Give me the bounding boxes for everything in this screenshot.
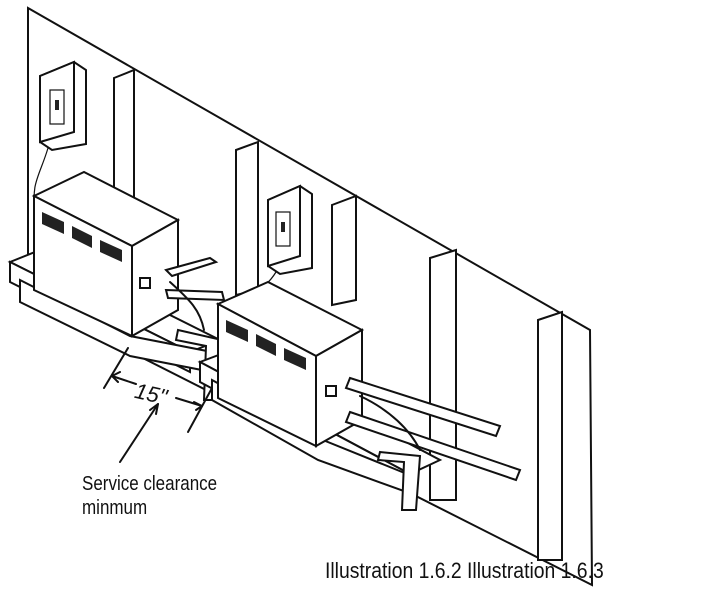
pipe-icon <box>325 376 522 511</box>
service-clearance-line1: Service clearance <box>82 473 218 495</box>
steam-generator-icon <box>215 280 365 448</box>
service-clearance-label: Service clearance minmum <box>82 472 217 520</box>
stud <box>429 248 457 501</box>
stud <box>113 68 135 207</box>
service-clearance-line2: minmum <box>82 497 148 519</box>
illustration-caption: Illustration 1.6.2 Illustration 1.6.3 <box>325 558 604 583</box>
stud <box>537 310 563 561</box>
breaker-panel-icon <box>33 60 87 211</box>
breaker-panel-icon <box>245 184 313 301</box>
wall-studs <box>113 68 563 561</box>
steam-generator-icon <box>31 170 181 338</box>
stud <box>331 194 357 307</box>
stud <box>235 140 259 297</box>
clearance-dimension <box>103 347 213 463</box>
